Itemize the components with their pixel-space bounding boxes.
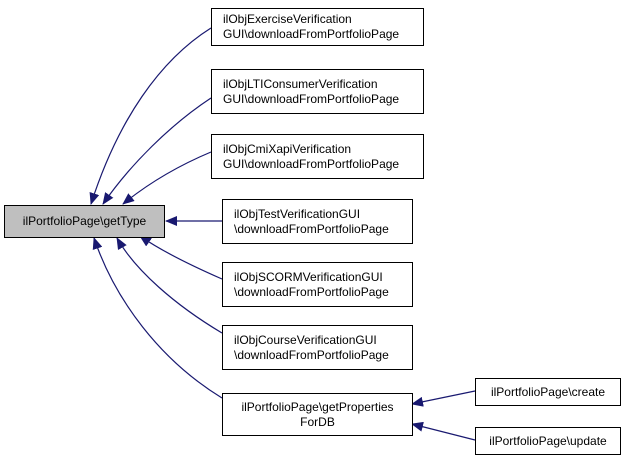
node-lti-line1: ilObjLTIConsumerVerification <box>223 76 378 91</box>
edge-scorm-to-gettype <box>139 235 223 280</box>
node-course-line2: \downloadFromPortfolioPage <box>234 347 389 362</box>
node-getprops-line1: ilPortfolioPage\getProperties <box>241 399 394 414</box>
node-update-label: ilPortfolioPage\update <box>489 433 607 448</box>
node-cmixapi-line2: GUI\downloadFromPortfolioPage <box>223 156 400 171</box>
node-course-line1: ilObjCourseVerificationGUI <box>234 332 377 347</box>
edge-cmixapi-to-gettype <box>122 151 212 205</box>
node-lti-line2: GUI\downloadFromPortfolioPage <box>223 91 400 106</box>
node-create[interactable]: ilPortfolioPage\create <box>475 378 621 406</box>
node-getprops-line2: ForDB <box>300 414 335 429</box>
node-test-line1: ilObjTestVerificationGUI <box>234 206 361 221</box>
node-create-label: ilPortfolioPage\create <box>490 384 606 399</box>
node-get-properties-for-db[interactable]: ilPortfolioPage\getProperties ForDB <box>222 393 413 436</box>
edge-exercise-to-gettype <box>89 27 212 205</box>
node-course-verification[interactable]: ilObjCourseVerificationGUI \downloadFrom… <box>222 325 413 370</box>
node-update[interactable]: ilPortfolioPage\update <box>475 427 621 455</box>
node-cmixapi-line1: ilObjCmiXapiVerification <box>223 141 352 156</box>
node-scorm-line1: ilObjSCORMVerificationGUI <box>234 269 383 284</box>
edge-course-to-gettype <box>116 237 223 334</box>
node-test-line2: \downloadFromPortfolioPage <box>234 221 389 236</box>
edge-lti-to-gettype <box>102 97 212 205</box>
node-lti-verification[interactable]: ilObjLTIConsumerVerification GUI\downloa… <box>211 69 424 114</box>
edge-create-to-getprops <box>411 390 476 407</box>
node-gettype[interactable]: ilPortfolioPage\getType <box>4 205 165 238</box>
edge-getprops-to-gettype <box>92 237 223 399</box>
node-exercise-verification[interactable]: ilObjExerciseVerification GUI\downloadFr… <box>211 8 424 46</box>
edge-update-to-getprops <box>411 421 476 441</box>
node-scorm-line2: \downloadFromPortfolioPage <box>234 284 389 299</box>
node-cmixapi-verification[interactable]: ilObjCmiXapiVerification GUI\downloadFro… <box>211 134 424 179</box>
node-exercise-line2: GUI\downloadFromPortfolioPage <box>223 27 400 41</box>
node-exercise-line1: ilObjExerciseVerification <box>223 12 352 26</box>
node-scorm-verification[interactable]: ilObjSCORMVerificationGUI \downloadFromP… <box>222 262 413 307</box>
node-gettype-label: ilPortfolioPage\getType <box>22 214 147 228</box>
node-test-verification[interactable]: ilObjTestVerificationGUI \downloadFromPo… <box>222 199 413 244</box>
